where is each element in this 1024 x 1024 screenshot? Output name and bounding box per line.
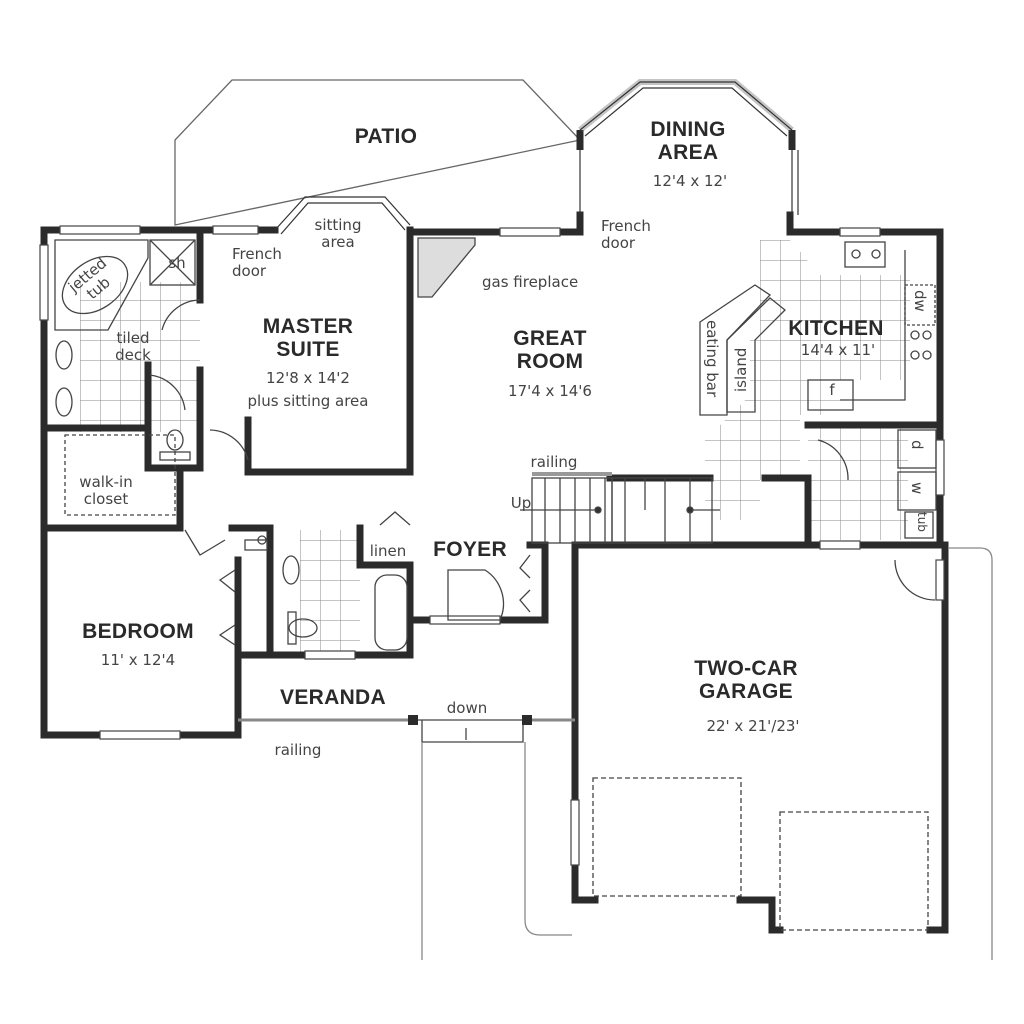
room-name-line1: GREAT <box>513 327 587 350</box>
room-name-line2: SUITE <box>276 338 340 362</box>
note-gas-fireplace: gas fireplace <box>482 273 579 291</box>
patio-outline <box>174 79 582 226</box>
note-washer: w <box>908 482 926 495</box>
room-dims-two-car-garage: 22' x 21'/23' <box>706 717 800 735</box>
note-line: French <box>232 245 282 263</box>
note-down: down <box>446 699 488 717</box>
room-label-great-room: GREAT ROOM <box>513 327 586 373</box>
room-name-line1: TWO-CAR <box>694 657 798 680</box>
note-stair-railing: railing <box>530 453 578 471</box>
note-line: sitting <box>314 216 362 234</box>
note-walk-in-closet: walk-in closet <box>79 474 132 507</box>
note-line: walk-in <box>79 473 133 491</box>
laundry-tile <box>808 425 908 540</box>
room-dims-dining-area: 12'4 x 12' <box>652 172 728 190</box>
note-up: Up <box>510 494 532 512</box>
note-eating-bar: eating bar <box>703 320 721 398</box>
room-dims-bedroom: 11' x 12'4 <box>100 651 176 669</box>
room-dims-kitchen: 14'4 x 11' <box>800 341 876 359</box>
note-shower: sh <box>168 254 186 272</box>
note-tiled-deck: tiled deck <box>115 330 151 363</box>
room-label-dining-area: DINING AREA <box>650 118 725 164</box>
note-dishwasher: dw <box>911 290 929 312</box>
master-bath-tile <box>80 282 200 432</box>
note-line: tiled <box>116 329 150 347</box>
room-extra-master-suite: plus sitting area <box>247 392 369 410</box>
room-dims-great-room: 17'4 x 14'6 <box>508 382 592 400</box>
note-french-door-master: French door <box>232 246 282 279</box>
hall-bath-tile <box>300 530 360 655</box>
note-dryer: d <box>908 440 926 450</box>
note-french-door-dining: French door <box>601 218 651 251</box>
room-label-patio: PATIO <box>354 125 418 148</box>
room-label-kitchen: KITCHEN <box>788 317 884 340</box>
note-linen: linen <box>369 542 407 560</box>
room-dims-master-suite: 12'8 x 14'2 <box>266 369 350 387</box>
room-name-line1: DINING <box>650 118 726 141</box>
room-name-line2: GARAGE <box>699 680 793 704</box>
note-line: French <box>601 217 651 235</box>
room-name-line2: ROOM <box>516 350 584 374</box>
note-veranda-railing: railing <box>274 741 322 759</box>
note-line: closet <box>83 489 129 508</box>
note-laundry-tub: tub <box>915 512 929 532</box>
note-line: door <box>601 233 636 252</box>
note-fridge: f <box>829 381 835 399</box>
room-label-bedroom: BEDROOM <box>82 620 194 643</box>
room-label-foyer: FOYER <box>433 538 507 561</box>
note-island: island <box>732 347 750 392</box>
room-label-veranda: VERANDA <box>280 686 386 709</box>
room-name-line2: AREA <box>657 141 719 165</box>
note-sitting-area: sitting area <box>315 217 362 250</box>
room-label-master-suite: MASTER SUITE <box>263 315 353 361</box>
note-line: deck <box>115 345 151 364</box>
note-line: area <box>321 232 355 251</box>
room-label-two-car-garage: TWO-CAR GARAGE <box>694 657 798 703</box>
note-line: door <box>232 261 267 280</box>
room-name-line1: MASTER <box>262 315 354 338</box>
